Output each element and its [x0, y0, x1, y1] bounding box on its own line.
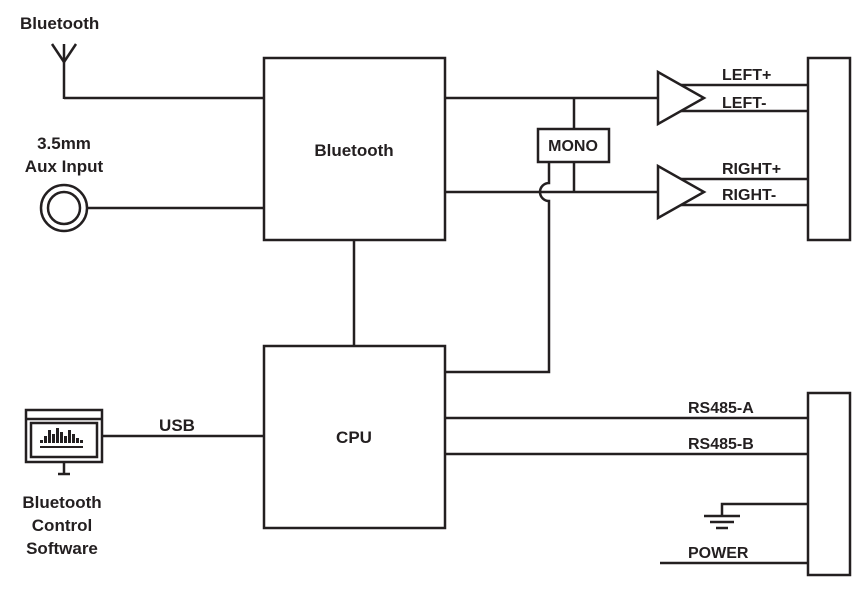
bluetooth-module-label: Bluetooth — [314, 141, 393, 160]
software-label-line2: Control — [32, 516, 92, 535]
antenna-label: Bluetooth — [20, 14, 99, 33]
rs485-a-label: RS485-A — [688, 400, 754, 417]
bluetooth-module-box — [262, 56, 447, 242]
ground-symbol-icon — [704, 502, 808, 530]
cpu-label: CPU — [336, 428, 372, 447]
mono-switch-box — [536, 127, 611, 164]
right-plus-label: RIGHT+ — [722, 161, 781, 178]
power-label: POWER — [688, 545, 749, 562]
left-plus-label: LEFT+ — [722, 67, 771, 84]
rs485-terminal-block — [806, 391, 852, 577]
aux-label-line2: Aux Input — [25, 157, 104, 176]
speaker-terminal-block — [806, 56, 852, 242]
software-label-line1: Bluetooth — [22, 493, 101, 512]
mono-control-wire — [445, 162, 551, 374]
right-minus-label: RIGHT- — [722, 187, 776, 204]
monitor-icon — [24, 408, 104, 476]
antenna-icon — [50, 43, 78, 99]
mono-switch-label: MONO — [548, 138, 598, 155]
usb-label: USB — [159, 416, 195, 435]
cpu-box — [262, 344, 447, 530]
software-label-line3: Software — [26, 539, 98, 558]
audio-jack-icon — [39, 183, 89, 233]
rs485-b-label: RS485-B — [688, 436, 754, 453]
aux-label-line1: 3.5mm — [37, 134, 91, 153]
right-amplifier-icon — [656, 163, 707, 221]
left-minus-label: LEFT- — [722, 95, 766, 112]
left-amplifier-icon — [656, 69, 707, 127]
